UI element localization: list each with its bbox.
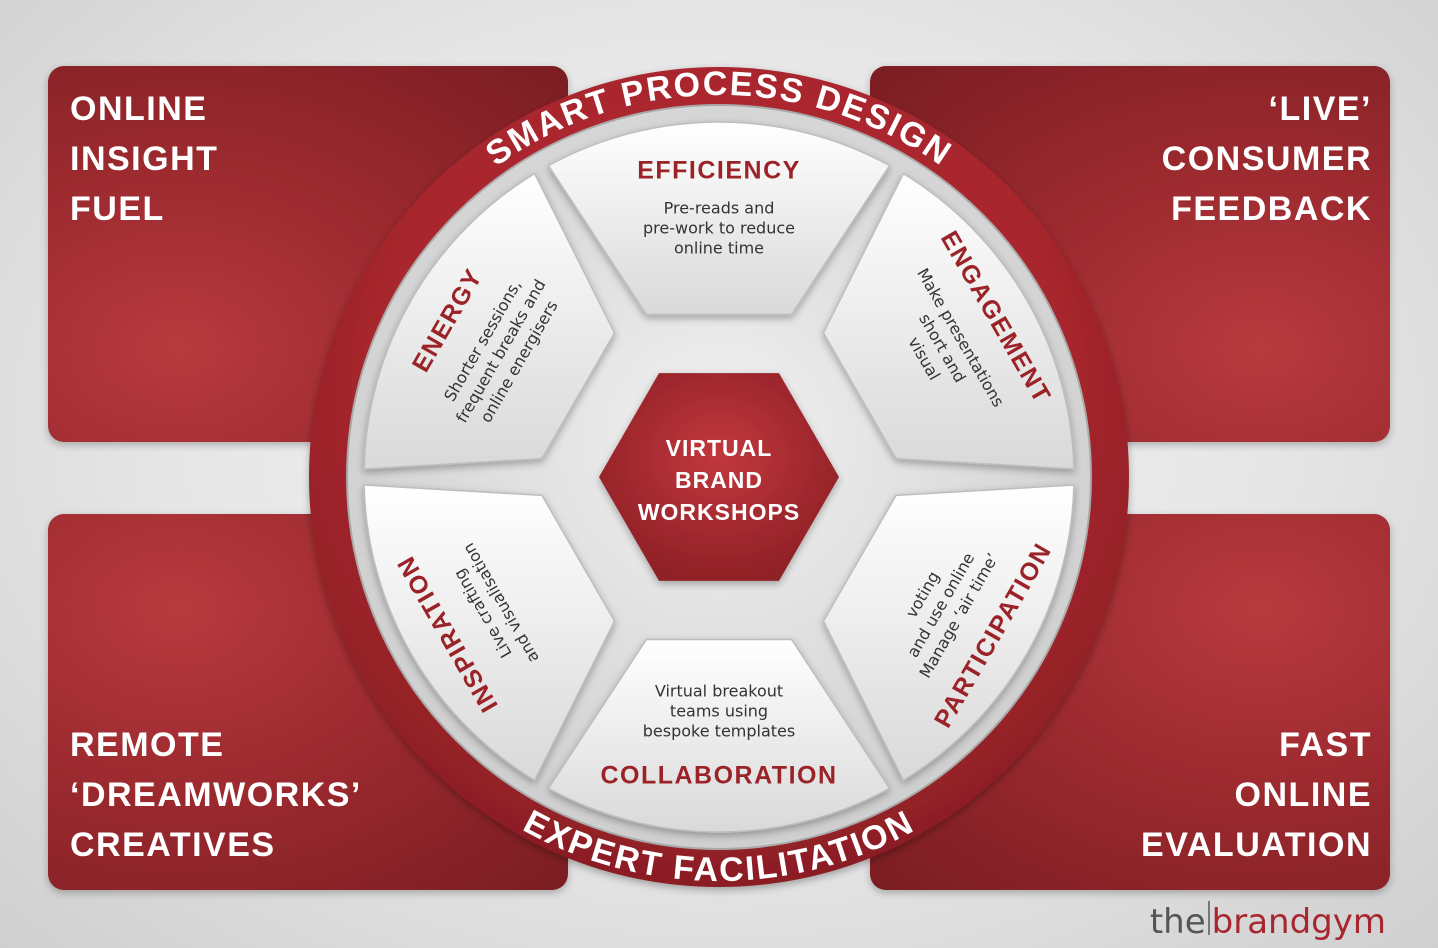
corner-line: CREATIVES	[70, 826, 276, 864]
corner-line: ‘LIVE’	[1268, 90, 1372, 128]
corner-line: ‘DREAMWORKS’	[70, 776, 362, 814]
corner-line: INSIGHT	[70, 140, 219, 178]
inner-disc-edge	[346, 104, 1092, 850]
corner-line: EVALUATION	[1141, 826, 1372, 864]
corner-text-top-right: ‘LIVE’ CONSUMER FEEDBACK	[1162, 84, 1372, 234]
segment-shape	[363, 484, 616, 782]
center-hexagon	[599, 373, 839, 581]
corner-line: FAST	[1279, 726, 1372, 764]
center-line: VIRTUAL	[666, 435, 773, 461]
segment-shape	[363, 172, 616, 470]
corner-line: FEEDBACK	[1171, 190, 1372, 228]
segment-title: EFFICIENCY	[637, 157, 801, 185]
segment-shape	[547, 638, 891, 833]
center-line: BRAND	[675, 467, 763, 493]
corner-text-bottom-right: FAST ONLINE EVALUATION	[1141, 720, 1372, 870]
segment-shape	[822, 484, 1075, 782]
segment-desc-line: Virtual breakout	[655, 682, 783, 701]
segment-desc-line: online time	[674, 239, 764, 258]
logo-the: the	[1149, 902, 1206, 942]
center-line: WORKSHOPS	[638, 499, 800, 525]
segment-title: COLLABORATION	[600, 762, 837, 790]
corner-line: REMOTE	[70, 726, 225, 764]
segment-desc-line: Pre-reads and	[664, 199, 775, 218]
segment-shape	[547, 121, 891, 316]
logo-divider	[1207, 901, 1210, 935]
corner-line: CONSUMER	[1161, 140, 1372, 178]
segment-desc-line: teams using	[670, 702, 768, 721]
corner-text-bottom-left: REMOTE ‘DREAMWORKS’ CREATIVES	[70, 720, 362, 870]
segment-shape	[822, 172, 1075, 470]
segment-desc-line: pre-work to reduce	[643, 219, 795, 238]
logo-brandgym: brandgym	[1211, 902, 1386, 942]
corner-line: ONLINE	[1234, 776, 1372, 814]
corner-line: ONLINE	[70, 90, 208, 128]
corner-line: FUEL	[70, 190, 165, 228]
segment-desc-line: bespoke templates	[643, 722, 795, 741]
corner-text-top-left: ONLINE INSIGHT FUEL	[70, 84, 218, 234]
